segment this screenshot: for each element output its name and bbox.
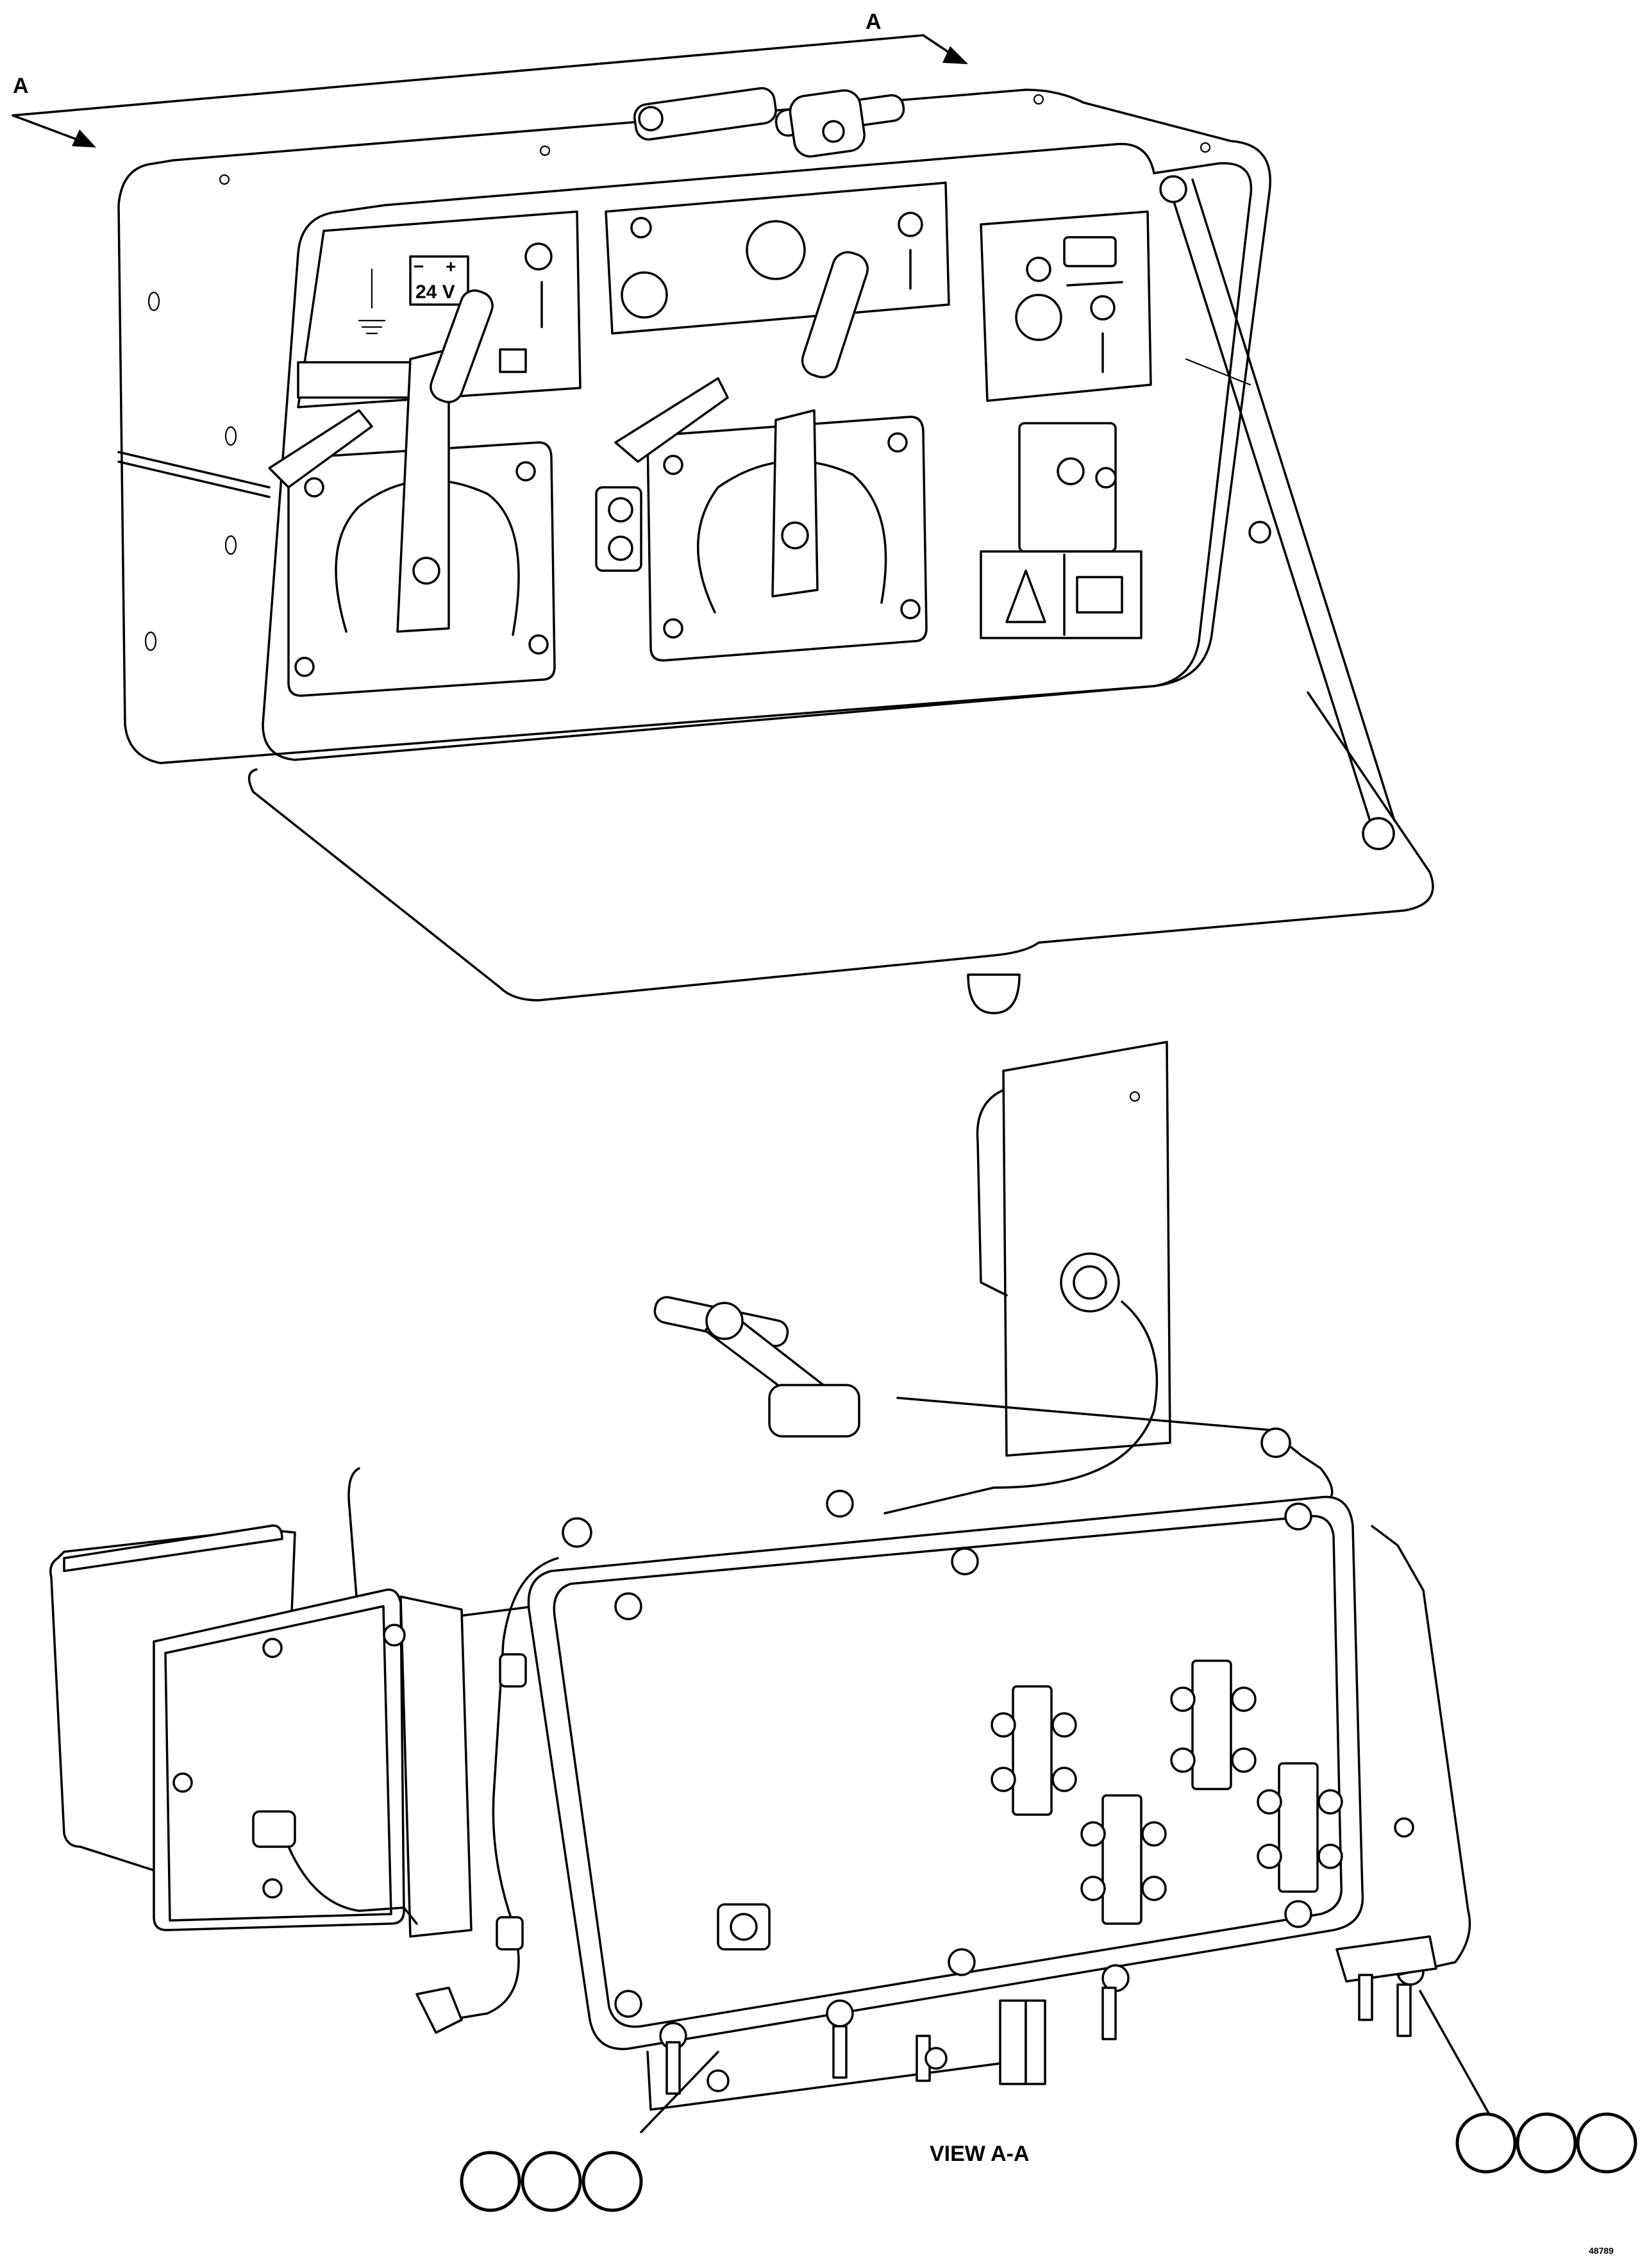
polarity-minus: − xyxy=(414,256,424,276)
callout-circle xyxy=(1516,2112,1577,2174)
indicator-lamp-center xyxy=(898,212,923,237)
lid-support-strut xyxy=(1159,175,1396,850)
center-lever-grip xyxy=(801,251,869,378)
haul-button xyxy=(1015,294,1062,341)
cover-plate xyxy=(527,1495,1364,2051)
mounting-studs xyxy=(665,1974,1412,2095)
upper-cable xyxy=(883,1300,1159,1515)
side-cable xyxy=(448,1557,559,2021)
manual-icon-left xyxy=(499,348,527,373)
view-title: VIEW A-A xyxy=(930,2142,1030,2166)
section-marker-right: A xyxy=(866,10,882,34)
rear-latch-handle xyxy=(653,1296,860,1438)
cable-clamp xyxy=(415,1987,463,2034)
hinged-lid xyxy=(247,691,1434,1002)
ignition-panel xyxy=(605,181,950,335)
center-lock-latch xyxy=(614,377,729,463)
voltage-label: 24 V xyxy=(415,281,455,303)
rear-view-assembly xyxy=(49,1041,1471,2111)
housing-outline xyxy=(117,88,1271,764)
left-lock-latch xyxy=(268,409,373,489)
ignition-button xyxy=(621,271,668,319)
callouts-lower-right xyxy=(1419,1990,1637,2174)
key-switch xyxy=(1057,457,1085,485)
right-mount-foot xyxy=(1335,1935,1437,1983)
battery-icon xyxy=(409,255,469,306)
side-flange xyxy=(1371,1525,1471,1976)
center-switch-plate xyxy=(595,251,928,662)
manual-icon-right xyxy=(1076,576,1123,614)
mounting-bracket xyxy=(1002,1041,1171,1457)
terminal-clamps xyxy=(991,1659,1343,1925)
ground-symbol xyxy=(358,268,386,335)
indicator-lamp-left xyxy=(524,242,553,271)
callout-circle xyxy=(521,2151,582,2212)
front-bezel xyxy=(262,142,1253,761)
junction-box-cover xyxy=(153,1588,405,1931)
battery-switch-panel: 24 V − + xyxy=(297,210,582,408)
indicator-lamp-right xyxy=(1090,295,1116,321)
callout-circle xyxy=(1576,2112,1637,2174)
haul-panel xyxy=(980,210,1152,402)
lower-cable xyxy=(287,1845,418,1925)
warning-triangle-icon xyxy=(1005,569,1046,623)
side-junction-box xyxy=(49,1524,473,1938)
polarity-plus: + xyxy=(446,256,456,276)
key-rotate-icon xyxy=(746,220,806,280)
key-switch-area xyxy=(980,422,1142,639)
top-latch-handle xyxy=(633,87,905,158)
drawing-number: 48789 xyxy=(1589,2246,1614,2256)
junction-box-gland xyxy=(252,1810,296,1848)
cable-clip-lower xyxy=(496,1916,524,1951)
callout-circle xyxy=(1455,2112,1517,2174)
left-lever-grip xyxy=(430,289,494,403)
left-switch-plate xyxy=(268,289,556,697)
housing-holes xyxy=(144,94,1211,651)
cable-clip-upper xyxy=(499,1653,527,1688)
section-cut-line xyxy=(12,34,968,147)
callout-circle xyxy=(460,2151,521,2212)
callout-circle xyxy=(582,2151,643,2212)
center-lever-arm xyxy=(771,409,819,598)
callouts-lower-left xyxy=(460,2051,719,2212)
control-box-assembly: 24 V − + xyxy=(117,87,1434,1014)
section-marker-left: A xyxy=(13,74,29,98)
truck-icon xyxy=(1063,236,1117,267)
lid-latch xyxy=(967,973,1021,1014)
